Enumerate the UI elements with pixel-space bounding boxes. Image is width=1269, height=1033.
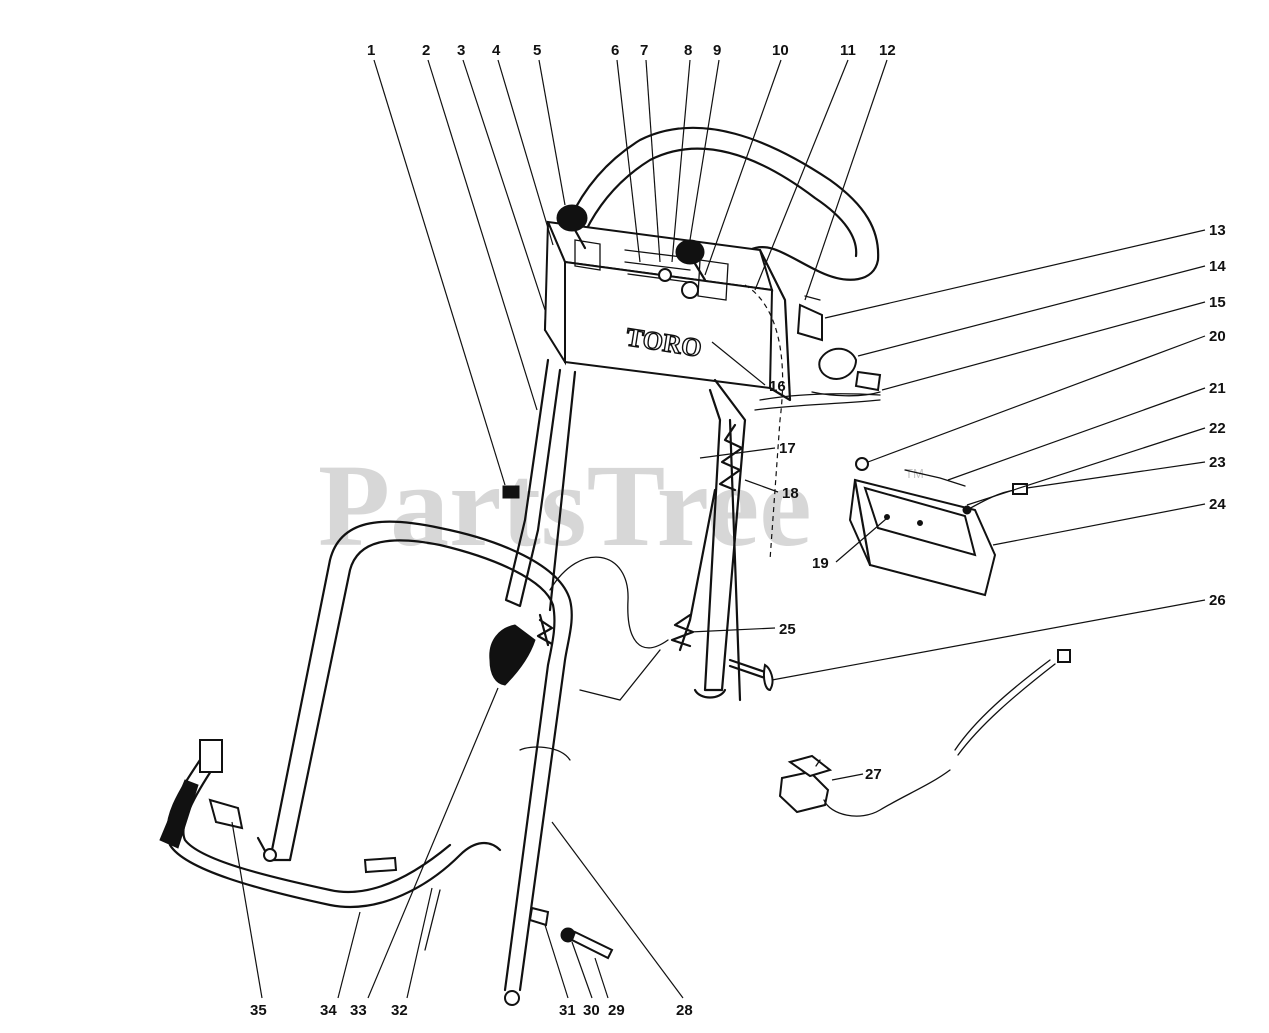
callout-11: 11 (840, 42, 856, 59)
callout-5: 5 (533, 42, 541, 59)
callout-26: 26 (1209, 592, 1226, 609)
callout-30: 30 (583, 1002, 600, 1019)
callout-23: 23 (1209, 454, 1226, 471)
bail-spring-icon (536, 618, 554, 646)
svg-text:TM: TM (905, 466, 924, 481)
callout-labels: 1 2 3 4 5 6 7 8 9 10 11 12 13 14 15 16 1… (250, 42, 1226, 1019)
clip-part-icon (502, 485, 520, 499)
callout-25: 25 (779, 621, 796, 638)
handle-knob-icon (489, 624, 536, 686)
choke-knob-icon (675, 239, 705, 265)
callout-19: 19 (812, 555, 829, 572)
callout-14: 14 (1209, 258, 1226, 275)
lower-handle-frame (502, 358, 881, 702)
leader-lines (231, 59, 1206, 999)
callout-21: 21 (1209, 380, 1226, 397)
wiring-harness (159, 739, 502, 951)
callout-17: 17 (779, 440, 796, 457)
control-panel: TORO (543, 204, 792, 561)
throttle-knob-icon (556, 204, 588, 232)
callout-7: 7 (640, 42, 648, 59)
callout-34: 34 (320, 1002, 337, 1019)
callout-20: 20 (1209, 328, 1226, 345)
callout-9: 9 (713, 42, 721, 59)
callout-13: 13 (1209, 222, 1226, 239)
callout-32: 32 (391, 1002, 408, 1019)
callout-4: 4 (492, 42, 501, 59)
ignition-switch (796, 295, 882, 397)
callout-24: 24 (1209, 496, 1226, 513)
callout-16: 16 (769, 378, 786, 395)
callout-29: 29 (608, 1002, 625, 1019)
spring-icon (718, 423, 744, 492)
callout-6: 6 (611, 42, 619, 59)
callout-35: 35 (250, 1002, 267, 1019)
callout-1: 1 (367, 42, 375, 59)
callout-3: 3 (457, 42, 465, 59)
callout-27: 27 (865, 766, 882, 783)
small-hardware (528, 906, 614, 960)
callout-28: 28 (676, 1002, 693, 1019)
callout-8: 8 (684, 42, 692, 59)
battery-charger (778, 649, 1071, 817)
callout-15: 15 (1209, 294, 1226, 311)
callout-12: 12 (879, 42, 896, 59)
callout-31: 31 (559, 1002, 576, 1019)
carriage-bolt (728, 658, 774, 692)
callout-2: 2 (422, 42, 430, 59)
battery-pack (848, 457, 1028, 597)
partstree-watermark: PartsTree TM (318, 440, 924, 571)
callout-22: 22 (1209, 420, 1226, 437)
callout-33: 33 (350, 1002, 367, 1019)
callout-18: 18 (782, 485, 799, 502)
callout-10: 10 (772, 42, 789, 59)
bail-handle (256, 520, 573, 1006)
